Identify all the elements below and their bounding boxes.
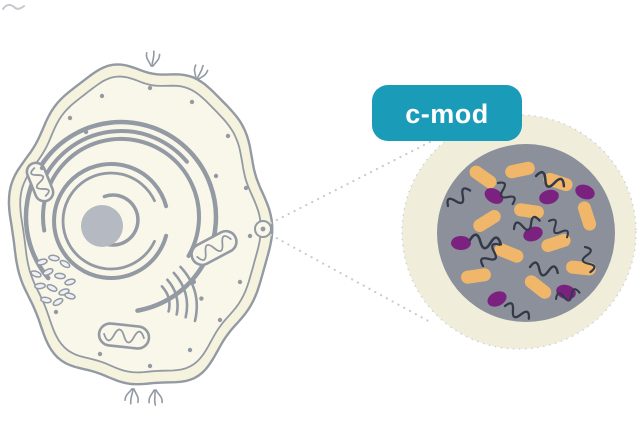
orange-rod-shapes — [461, 161, 597, 299]
mitochondrion — [97, 322, 151, 350]
ribosome-dot — [247, 233, 253, 239]
vesicle — [64, 292, 76, 300]
cilia-tuft — [193, 64, 209, 81]
strand-squiggle — [554, 288, 581, 302]
orange-rod — [494, 243, 524, 263]
orange-rod — [524, 275, 552, 299]
mitochondria — [25, 161, 238, 350]
ribosome-dot — [97, 351, 103, 357]
golgi-vesicle — [191, 279, 197, 285]
ribosome-dot — [147, 85, 153, 91]
zoom-callout-lines — [269, 139, 434, 325]
mitochondrion — [190, 229, 238, 267]
nuclear-envelope-inner — [61, 171, 156, 271]
ribosome-dot — [83, 129, 89, 135]
vesicle — [54, 272, 66, 280]
strand-squiggle — [512, 215, 541, 232]
corner-mark — [2, 3, 25, 10]
cell-illustration — [7, 50, 274, 406]
vesicle — [42, 268, 54, 276]
orange-rod — [577, 201, 597, 231]
c-mod-badge: c-mod — [372, 85, 522, 141]
vesicle — [64, 278, 76, 286]
cilia-tuft — [145, 50, 161, 67]
ribosome-dot — [237, 279, 243, 285]
orange-rod — [461, 268, 491, 284]
ribosome-dot — [99, 93, 105, 99]
chromatin-hook — [102, 193, 140, 247]
orange-rod — [473, 209, 501, 233]
strand-squiggle — [496, 181, 516, 206]
nucleolus — [81, 205, 123, 247]
ribosome-dots — [39, 85, 253, 369]
vesicle — [40, 296, 52, 304]
ribosome-dot — [243, 185, 249, 191]
golgi-apparatus — [160, 265, 204, 323]
golgi-cisterna — [179, 265, 199, 323]
cilia-tuft — [124, 388, 139, 405]
zoom-origin-vesicle — [254, 220, 272, 238]
c-mod-badge-label: c-mod — [405, 99, 489, 129]
ribosome-dot — [225, 133, 231, 139]
zoom-cone-line-bottom — [269, 233, 434, 325]
golgi-cisterna — [166, 278, 179, 316]
purple-oval — [487, 291, 507, 307]
nucleus — [52, 162, 169, 280]
ribosome-dot — [217, 317, 223, 323]
vesicle — [30, 270, 42, 278]
cilia-tuft — [148, 389, 163, 406]
golgi-vesicle — [199, 296, 204, 301]
ribosome-dot — [53, 309, 59, 315]
strand-squiggle — [534, 170, 566, 188]
purple-oval — [451, 236, 471, 250]
vesicle — [34, 282, 46, 290]
vesicle — [48, 254, 60, 262]
vesicle — [46, 284, 58, 292]
strand-squiggle — [581, 245, 596, 274]
strand-squiggle — [468, 233, 503, 250]
vesicle-cluster — [30, 254, 76, 307]
strand-squiggle — [547, 218, 569, 239]
strand-squiggle — [480, 242, 501, 268]
vesicle — [59, 259, 71, 269]
mitochondrion — [25, 161, 55, 203]
orange-rod — [514, 203, 544, 219]
strand-squiggles — [446, 170, 596, 320]
vesicle — [36, 258, 48, 266]
purple-oval — [539, 189, 559, 205]
orange-rod — [505, 161, 535, 179]
ribosome-dot — [147, 363, 153, 369]
ribosome-dot — [67, 115, 73, 121]
orange-rod — [541, 233, 571, 253]
zoom-origin-dot — [260, 226, 266, 232]
purple-oval — [575, 184, 595, 200]
cilia-tufts — [124, 50, 209, 406]
strand-squiggle — [503, 302, 531, 320]
ribosome-dot — [39, 165, 45, 171]
orange-rod — [469, 165, 497, 189]
ribosome-dot — [187, 347, 193, 353]
orange-rod — [543, 172, 573, 192]
ribosome-dot — [189, 99, 195, 105]
purple-oval — [484, 188, 504, 204]
strand-squiggle — [446, 187, 472, 208]
c-mod-badge-background — [372, 85, 522, 141]
er-arc — [23, 119, 219, 313]
vesicle — [52, 297, 64, 307]
nuclear-envelope-outer — [52, 162, 169, 280]
er-arc — [41, 129, 189, 183]
golgi-cisterna — [172, 271, 189, 319]
ribosome-dot — [213, 173, 219, 179]
strand-squiggle — [528, 261, 559, 277]
golgi-cisterna — [160, 285, 171, 313]
